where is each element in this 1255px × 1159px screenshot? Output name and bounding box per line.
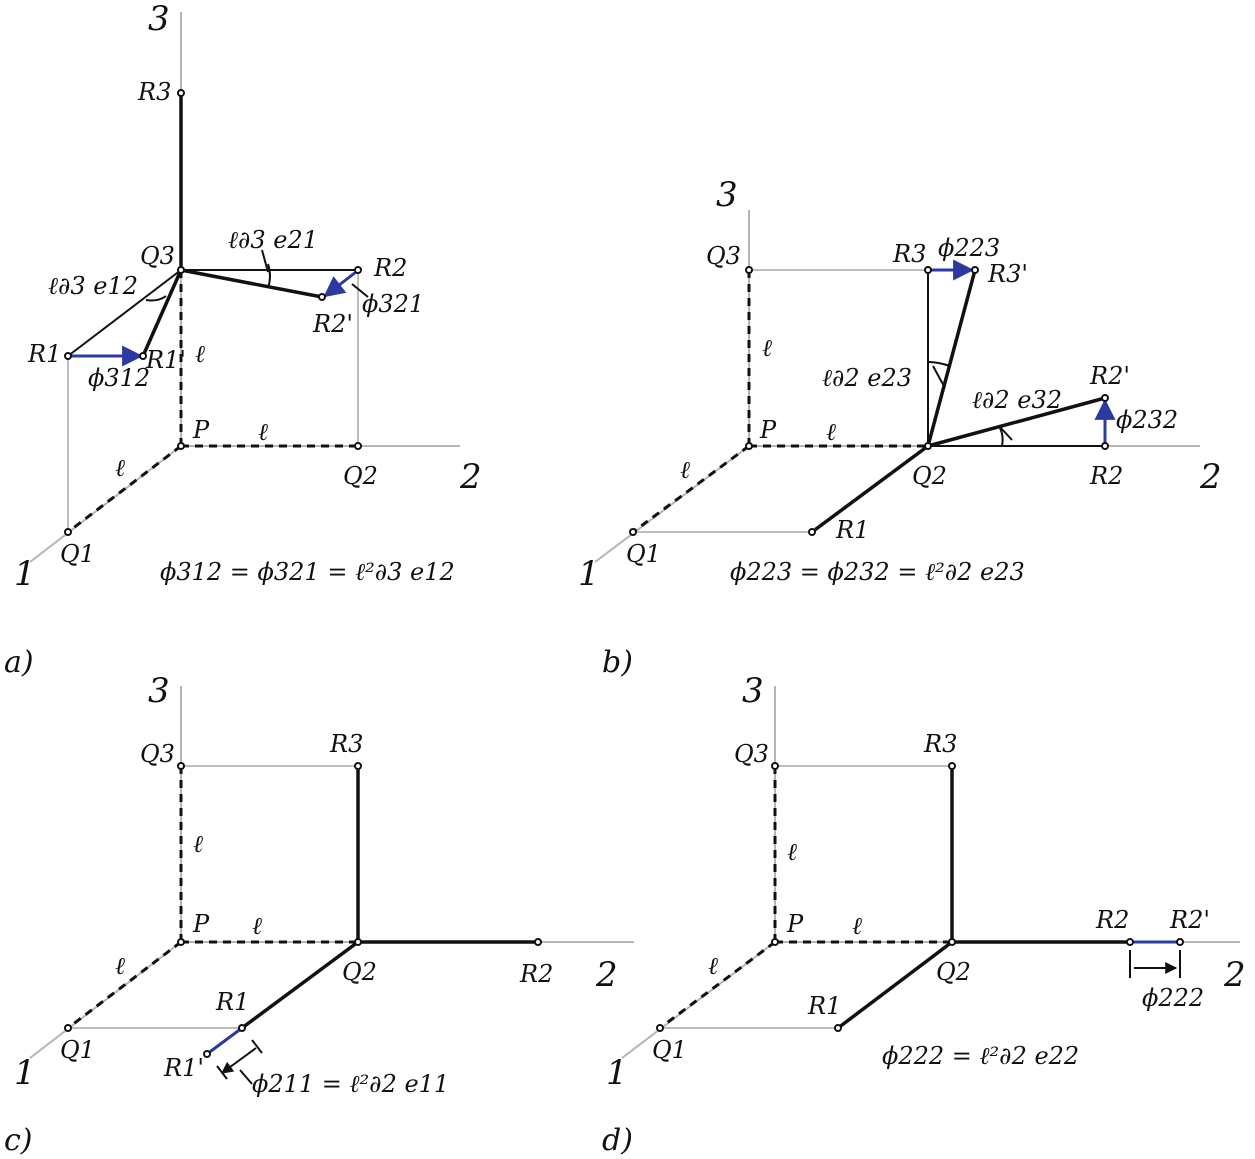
point-Q1-b: Q1 [626,540,661,568]
point-R2-b: R2 [1089,462,1123,490]
equation-d: ϕ222 = ℓ²∂2 e22 [882,1042,1079,1070]
point-Q2-c: Q2 [342,958,377,986]
point-Q3-b: Q3 [706,242,741,270]
edge-label-d-2: ℓ [852,912,862,940]
caption-d: d) [602,1123,633,1158]
edge-label-b-3: ℓ [680,456,690,484]
axis-1-label-d: 1 [606,1053,628,1093]
caption-c: c) [4,1123,33,1158]
panel-a: 3 2 1 P Q1 Q2 Q3 R1 R1' R2 R2' R3 ℓ ℓ ℓ … [4,0,482,680]
panel-c: 3 2 1 P Q1 Q2 Q3 R1 R1' R2 R3 ℓ ℓ ℓ ϕ211… [4,671,634,1158]
point-R3-c: R3 [329,730,363,758]
point-Q2-b: Q2 [912,462,947,490]
annot-d-1: ϕ222 [1142,984,1204,1012]
annot-a-2: ℓ∂3 e12 [48,272,138,300]
point-Q3-a: Q3 [140,242,175,270]
annot-a-1: ℓ∂3 e21 [228,226,318,254]
edge-label-c-2: ℓ [252,912,262,940]
point-P-c: P [192,910,210,938]
edge-label-c-1: ℓ [193,830,203,858]
point-R2p-a: R2' [312,310,353,338]
edge-label-d-3: ℓ [708,952,718,980]
edge-label-b-2: ℓ [826,418,836,446]
point-Q1-c: Q1 [60,1036,95,1064]
annot-a-3: ϕ321 [362,290,424,318]
point-Q2-d: Q2 [936,958,971,986]
edge-label-a-2: ℓ [258,418,268,446]
axis-3-label-c: 3 [148,671,170,711]
axis-3-label-d: 3 [742,671,764,711]
point-Q2-a: Q2 [343,462,378,490]
equation-b: ϕ223 = ϕ232 = ℓ²∂2 e23 [730,558,1025,586]
point-R3-d: R3 [923,730,957,758]
axis-1-label-c: 1 [14,1053,36,1093]
point-R2-d: R2 [1095,906,1129,934]
annot-b-1: ϕ223 [938,234,1000,262]
annot-b-2: ℓ∂2 e23 [822,364,912,392]
annot-b-3: ℓ∂2 e32 [972,386,1062,414]
point-R1-b: R1 [835,516,869,544]
point-P-b: P [759,416,777,444]
caption-a: a) [4,645,34,680]
annot-b-4: ϕ232 [1116,406,1178,434]
edge-label-d-1: ℓ [787,838,797,866]
point-Q1-a: Q1 [60,540,95,568]
point-R1-a: R1 [27,340,61,368]
equation-c: ϕ211 = ℓ²∂2 e11 [252,1070,449,1098]
point-R2-a: R2 [373,254,407,282]
point-R3p-b: R3' [987,260,1028,288]
axis-1-label-a: 1 [14,554,36,594]
axis-2-label-d: 2 [1223,955,1246,995]
axis-1-label-b: 1 [578,554,600,594]
panel-b: 3 2 1 P Q1 Q2 Q3 R1 R2 R2' R3 R3' ℓ ℓ ℓ … [578,175,1222,680]
point-P-a: P [192,416,210,444]
axis-2-label-c: 2 [595,955,618,995]
point-Q1-d: Q1 [652,1036,687,1064]
point-R2p-b: R2' [1089,362,1130,390]
point-R1-d: R1 [807,992,841,1020]
point-R1-c: R1 [215,988,249,1016]
axis-3-label-b: 3 [716,175,738,215]
equation-a: ϕ312 = ϕ321 = ℓ²∂3 e12 [160,558,455,586]
point-R3-a: R3 [137,78,171,106]
edge-label-a-3: ℓ [115,454,125,482]
point-Q3-d: Q3 [734,740,769,768]
point-R2p-d: R2' [1169,906,1210,934]
annot-a-4: ϕ312 [88,364,150,392]
point-R1p-a: R1' [145,346,186,374]
point-R2-c: R2 [519,960,553,988]
axis-3-label-a: 3 [148,0,170,39]
axis-2-label-b: 2 [1199,457,1222,497]
point-R3-b: R3 [892,240,926,268]
point-Q3-c: Q3 [140,740,175,768]
edge-label-c-3: ℓ [115,952,125,980]
caption-b: b) [602,645,633,680]
edge-label-a-1: ℓ [195,340,205,368]
point-P-d: P [786,910,804,938]
axis-2-label-a: 2 [459,457,482,497]
edge-label-b-1: ℓ [762,334,772,362]
point-R1p-c: R1' [163,1054,204,1082]
panel-d: 3 2 1 P Q1 Q2 Q3 R1 R2 R2' R3 ℓ ℓ ℓ ϕ222… [602,671,1246,1158]
